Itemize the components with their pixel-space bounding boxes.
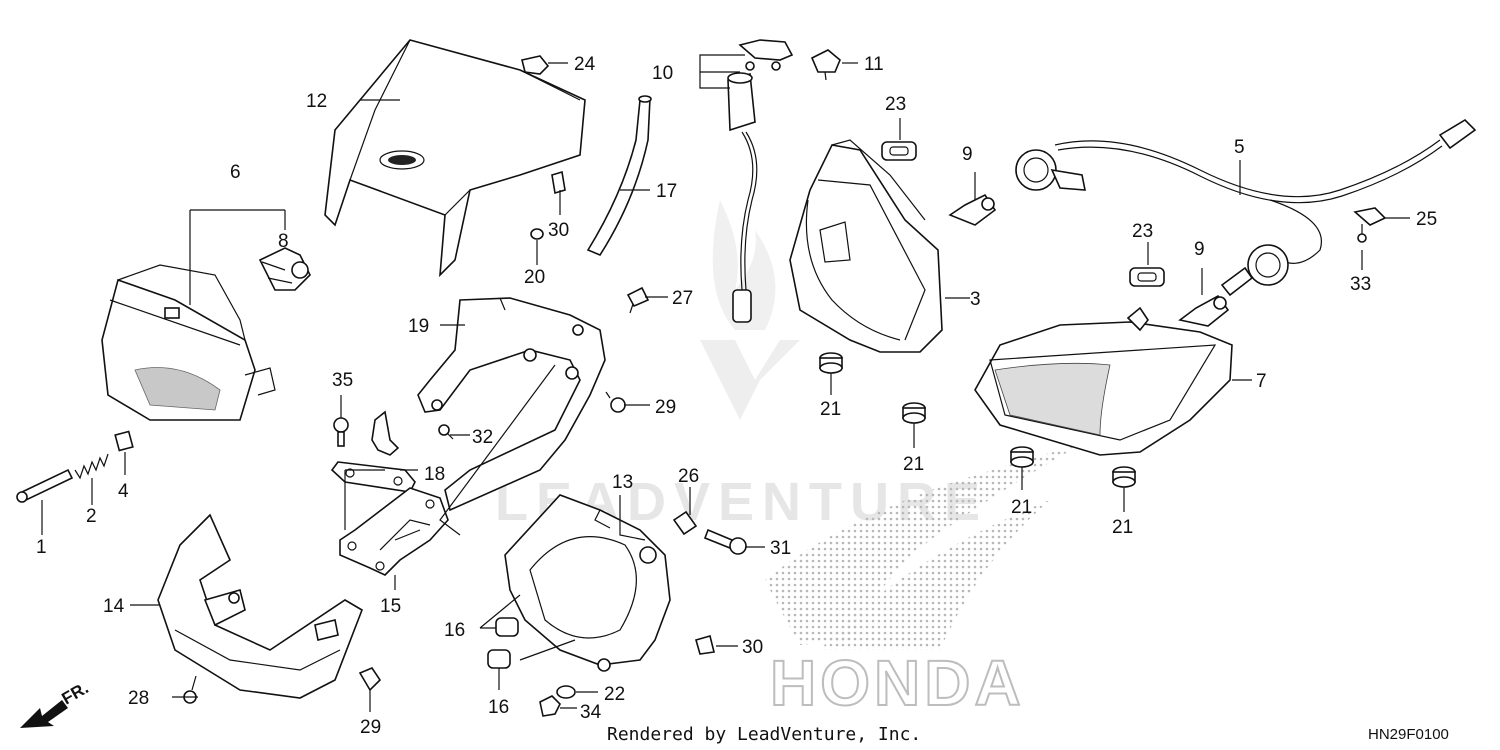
bulb-8 — [258, 247, 311, 291]
callout-13: 13 — [612, 472, 633, 493]
screw-35 — [333, 417, 349, 447]
callout-14: 14 — [103, 596, 125, 617]
honda-wing-logo: HONDA — [765, 445, 1080, 720]
bulb-9-upper — [948, 193, 997, 226]
callout-33: 33 — [1350, 274, 1371, 295]
screw-27 — [626, 286, 650, 314]
callout-8: 8 — [278, 231, 289, 252]
callout-23-lower: 23 — [1132, 221, 1153, 242]
screw-1 — [16, 468, 74, 503]
honda-brand-text: HONDA — [770, 647, 1025, 719]
washer-22 — [556, 685, 576, 699]
callout-16-lower: 16 — [488, 697, 509, 718]
callout-16-upper: 16 — [444, 620, 465, 641]
collar-26 — [672, 510, 698, 536]
nut-34 — [539, 695, 561, 717]
front-direction-indicator: FR. — [20, 678, 92, 728]
nut-20 — [530, 228, 544, 240]
callout-23-upper: 23 — [885, 94, 906, 115]
lower-cover — [157, 513, 363, 699]
clip-29-lower — [358, 667, 382, 692]
inner-bracket — [417, 297, 606, 512]
screw-28 — [183, 675, 197, 704]
callout-35: 35 — [332, 370, 353, 391]
callout-18: 18 — [424, 464, 445, 485]
callout-24: 24 — [574, 54, 596, 75]
collar-16-upper — [495, 617, 519, 637]
callout-21-a: 21 — [820, 399, 841, 420]
callout-31: 31 — [770, 538, 791, 559]
callout-26: 26 — [678, 466, 699, 487]
callout-9-lower: 9 — [1194, 239, 1205, 260]
callout-15: 15 — [380, 596, 401, 617]
callout-17: 17 — [656, 181, 677, 202]
callout-34: 34 — [580, 702, 602, 723]
mount-bracket-13 — [504, 494, 671, 672]
clip-30-lower — [695, 635, 715, 655]
grommet-21-d — [1112, 466, 1136, 488]
grommet-21-a — [819, 352, 843, 374]
left-headlight-assembly — [101, 264, 276, 421]
bulb-9-lower — [1178, 294, 1230, 327]
callout-21-b: 21 — [903, 454, 924, 475]
callout-11: 11 — [864, 54, 884, 75]
clip-24 — [521, 55, 550, 75]
headlight-cover — [324, 39, 586, 278]
callout-21-d: 21 — [1112, 517, 1133, 538]
callout-10: 10 — [652, 63, 673, 84]
leader-lines — [41, 54, 1410, 712]
callout-7: 7 — [1256, 371, 1267, 392]
collar-16-lower — [487, 649, 511, 669]
callout-29-upper: 29 — [655, 397, 676, 418]
callout-12: 12 — [306, 91, 327, 112]
clip-30-upper — [551, 170, 566, 195]
clip-11 — [810, 49, 841, 81]
callout-20: 20 — [524, 267, 545, 288]
callout-19: 19 — [408, 316, 429, 337]
socket-10 — [727, 39, 794, 323]
nut-4 — [114, 430, 134, 452]
callout-labels: 1 2 3 4 5 6 7 8 9 9 10 11 12 13 14 15 16… — [36, 54, 1437, 738]
callout-32: 32 — [472, 427, 493, 448]
grommet-21-b — [902, 402, 926, 424]
grommet-23-lower — [1129, 267, 1165, 287]
render-credit: Rendered by LeadVenture, Inc. — [607, 724, 921, 745]
callout-1: 1 — [36, 537, 47, 558]
callout-25: 25 — [1416, 209, 1437, 230]
callout-30-upper: 30 — [548, 220, 569, 241]
callout-4: 4 — [118, 481, 129, 502]
screw-33 — [1357, 233, 1367, 243]
spring-2 — [74, 453, 109, 480]
callout-6: 6 — [230, 162, 241, 183]
callout-2: 2 — [86, 506, 97, 527]
callout-21-c: 21 — [1011, 497, 1032, 518]
callout-30-lower: 30 — [742, 637, 763, 658]
diagram-code: HN29F0100 — [1368, 726, 1449, 743]
callout-3: 3 — [970, 289, 981, 310]
callout-29-lower: 29 — [360, 717, 381, 738]
callout-27: 27 — [672, 288, 693, 309]
grommet-21-c — [1010, 446, 1034, 468]
callout-5: 5 — [1234, 137, 1245, 158]
right-headlight-7 — [974, 306, 1233, 456]
callout-9-upper: 9 — [962, 144, 973, 165]
callout-22: 22 — [604, 684, 625, 705]
screw-32 — [438, 424, 454, 440]
plate-15 — [339, 487, 449, 576]
harness-5 — [1015, 118, 1477, 297]
grommet-23-upper — [881, 141, 917, 161]
clip-29-upper — [605, 391, 626, 413]
headlight-housing-3 — [789, 139, 943, 353]
callout-28: 28 — [128, 688, 149, 709]
hose-17 — [586, 95, 652, 256]
bolt-31 — [703, 528, 747, 555]
